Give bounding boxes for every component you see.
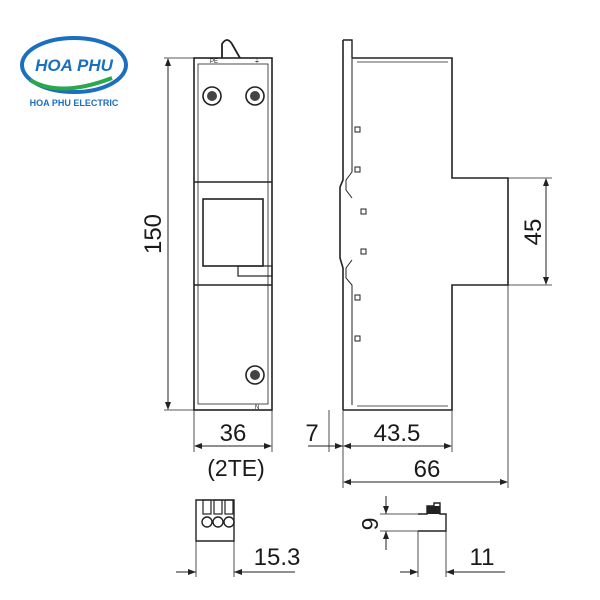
total-value-label: 66 (414, 456, 441, 483)
detail-height-label: 9 (357, 518, 383, 531)
company-logo: HOA PHU HOA PHU ELECTRIC (20, 36, 128, 108)
connector-width-label: 15.3 (254, 544, 301, 571)
window-tab (237, 265, 273, 277)
side-view: 45 7 43.5 66 (305, 39, 552, 488)
detail-arrow-bottom (383, 531, 389, 539)
side-top-clip (343, 39, 353, 58)
connector-arrow-left (188, 569, 196, 575)
side-back-edge (339, 40, 344, 410)
side-din-lower (345, 259, 353, 405)
side-slot-4 (360, 248, 367, 255)
clip-detail: 9 11 (357, 496, 505, 577)
detail-arrow-top (383, 506, 389, 514)
clip-arrow (335, 443, 343, 449)
side-din-upper (345, 58, 353, 199)
connector-pin-1 (202, 499, 212, 515)
top-left-screw (202, 86, 222, 106)
detail-arrow-left (410, 569, 418, 575)
height-arrow-bottom (165, 402, 171, 410)
ground-symbol: ⏚ (254, 58, 260, 65)
n-terminal-label: N (255, 405, 259, 411)
connector-hole-2 (212, 516, 224, 528)
detail-arrow-right (446, 569, 454, 575)
side-slot-5 (354, 294, 361, 301)
height-arrow-top (165, 58, 171, 66)
connector-hole-3 (223, 516, 235, 528)
detail-tab (427, 506, 440, 514)
front-body-inner (197, 63, 269, 405)
connector-detail: 15.3 (176, 499, 301, 577)
head-arrow-bottom (543, 277, 549, 285)
connector-pin-3 (224, 499, 234, 515)
top-right-screw (245, 86, 265, 106)
width-note-label: (2TE) (207, 455, 265, 481)
width-arrow-right (264, 443, 272, 449)
connector-hole-1 (201, 516, 213, 528)
head-value-label: 45 (520, 219, 547, 246)
height-value-label: 150 (140, 214, 167, 254)
connector-arrow-right (234, 569, 242, 575)
clip-value-label: 7 (305, 420, 318, 447)
detail-width-label: 11 (470, 544, 495, 571)
body-arrow-right (444, 443, 452, 449)
status-window (202, 198, 264, 267)
bottom-screw (245, 365, 265, 385)
pe-wire-loop (221, 39, 241, 59)
side-slot-2 (354, 166, 361, 173)
total-arrow-left (343, 479, 351, 485)
side-body-outline (343, 57, 509, 411)
logo-subtitle: HOA PHU ELECTRIC (30, 98, 119, 108)
total-arrow-right (500, 479, 508, 485)
head-arrow-top (543, 178, 549, 186)
width-arrow-left (194, 443, 202, 449)
logo-swoosh-blue (20, 36, 128, 94)
side-slot-3 (360, 208, 367, 215)
width-value-label: 36 (220, 420, 247, 447)
connector-pin-2 (213, 499, 223, 515)
side-slot-1 (354, 126, 361, 133)
front-view: PE ⏚ N 150 (140, 39, 273, 481)
front-body-outline (193, 57, 273, 411)
logo-swoosh-green (28, 76, 113, 91)
body-value-label: 43.5 (374, 420, 421, 447)
body-arrow-left (343, 443, 351, 449)
pe-terminal-label: PE (210, 59, 218, 65)
side-slot-6 (354, 335, 361, 342)
logo-wordmark: HOA PHU (35, 56, 113, 75)
